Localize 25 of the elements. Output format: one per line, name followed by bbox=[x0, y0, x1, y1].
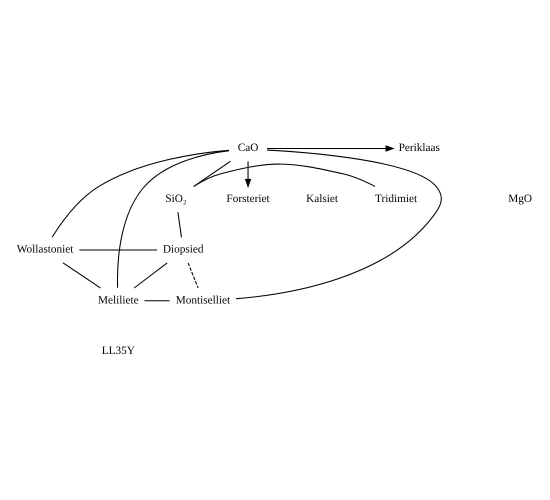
node-text: CaO bbox=[238, 142, 258, 154]
label: LL35Y bbox=[102, 345, 135, 358]
node-text: Wollastoniet bbox=[16, 244, 74, 256]
node-text: Montiselliet bbox=[176, 294, 230, 306]
node-text: Meliliete bbox=[98, 294, 139, 306]
node-text: Forsteriet bbox=[226, 192, 270, 205]
connector bbox=[194, 160, 231, 187]
connector bbox=[144, 300, 170, 302]
connector bbox=[79, 249, 158, 251]
connector bbox=[52, 150, 229, 238]
node-text: Periklaas bbox=[398, 142, 440, 154]
connector bbox=[134, 262, 168, 288]
connector bbox=[62, 262, 101, 288]
label: MgO bbox=[508, 192, 532, 205]
arrow bbox=[267, 145, 395, 152]
connector bbox=[177, 212, 182, 238]
node-text: Diopsied bbox=[162, 244, 204, 256]
connector bbox=[188, 262, 199, 288]
connector bbox=[236, 150, 442, 300]
connector bbox=[193, 164, 376, 187]
node-text: Tridimiet bbox=[374, 192, 418, 205]
arrow bbox=[244, 161, 252, 188]
label: Kalsiet bbox=[306, 192, 338, 205]
connector bbox=[116, 150, 230, 288]
node-text: SiO₂ bbox=[165, 192, 187, 205]
